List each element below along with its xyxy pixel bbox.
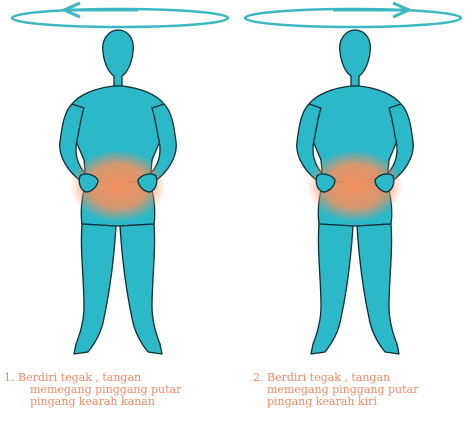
step-2-panel: 2. Berdiri tegak , tangan memegang pingg… [237, 0, 473, 423]
step-1-panel: 1. Berdiri tegak , tangan memegang pingg… [0, 0, 236, 423]
rotate-right-arrow-icon [245, 3, 461, 27]
step-1-figure [0, 0, 236, 368]
step-1-number: 1. [4, 372, 15, 384]
rotate-left-arrow-icon [12, 3, 228, 27]
step-2-number: 2. [253, 372, 264, 384]
step-2-figure [237, 0, 473, 368]
step-2-line-3: pingang kearah kiri [267, 396, 418, 408]
step-1-line-3: pingang kearah kanan [18, 396, 181, 408]
